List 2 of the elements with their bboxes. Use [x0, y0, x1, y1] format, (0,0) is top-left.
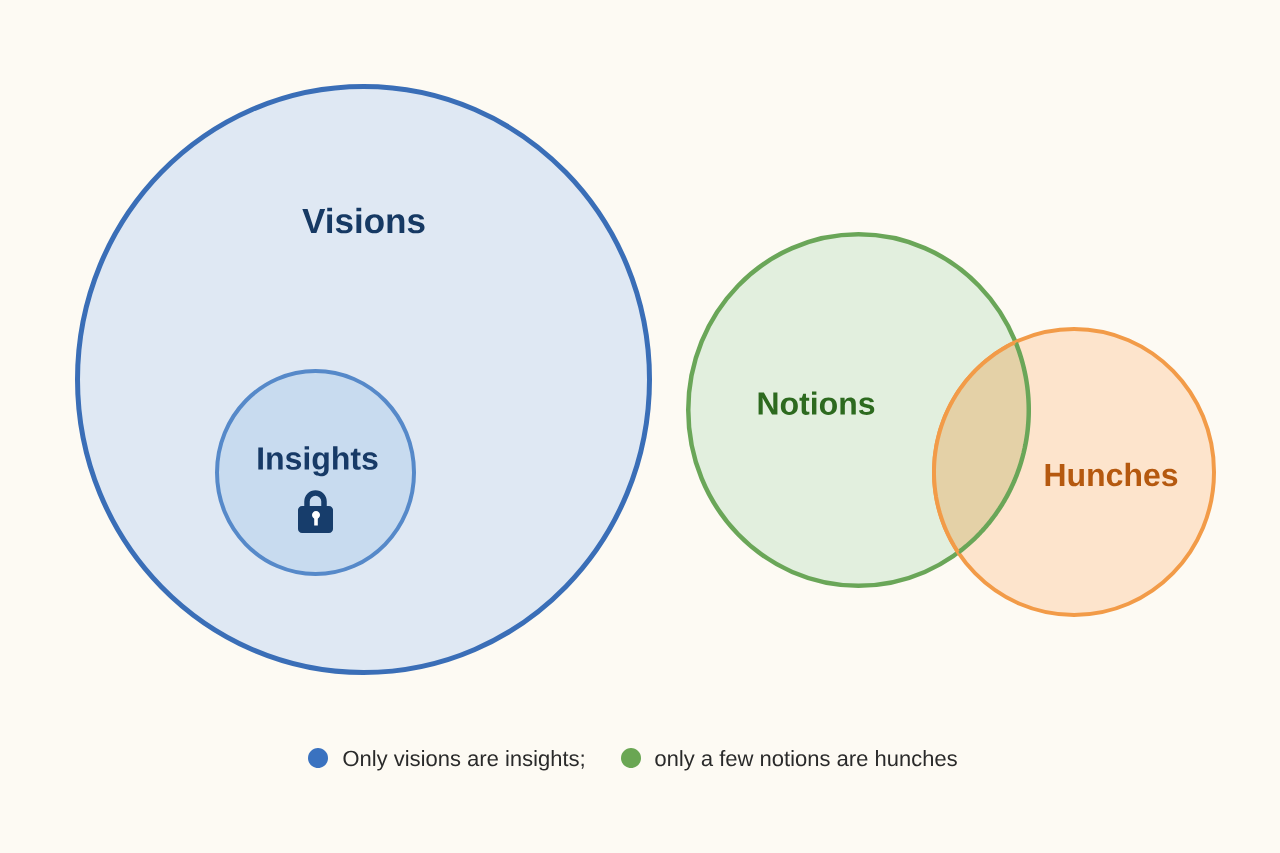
legend-label: only a few notions are hunches: [655, 750, 957, 771]
legend-label: Only visions are insights;: [343, 750, 584, 771]
